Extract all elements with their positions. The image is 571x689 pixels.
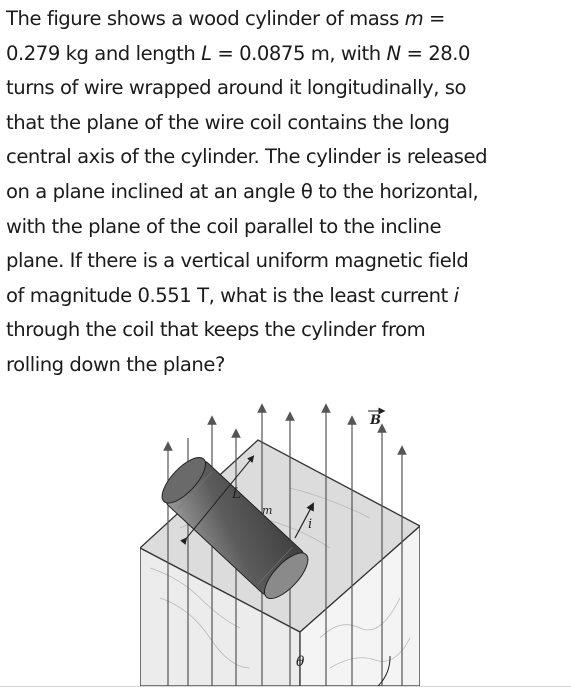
- problem-text-run: of magnitude 0.551 T, what is the least …: [6, 283, 454, 307]
- problem-text-run: = 28.0: [400, 41, 471, 65]
- angle-arc: [377, 655, 391, 686]
- label-B: B: [369, 413, 381, 428]
- variable-symbol: N: [386, 41, 401, 65]
- problem-text-run: turns of wire wrapped around it longitud…: [6, 76, 467, 100]
- problem-statement: The figure shows a wood cylinder of mass…: [6, 2, 568, 383]
- problem-text-run: with the plane of the coil parallel to t…: [6, 214, 442, 238]
- label-i: i: [308, 517, 312, 532]
- problem-text-run: plane. If there is a vertical uniform ma…: [6, 249, 469, 273]
- problem-text-run: rolling down the plane?: [6, 352, 225, 376]
- problem-line: plane. If there is a vertical uniform ma…: [6, 244, 568, 279]
- problem-text-run: that the plane of the wire coil contains…: [6, 110, 450, 134]
- problem-line: turns of wire wrapped around it longitud…: [6, 71, 568, 106]
- problem-text-run: The figure shows a wood cylinder of mass: [6, 7, 405, 30]
- divider: [0, 686, 571, 687]
- problem-text-run: on a plane inclined at an angle θ to the…: [6, 179, 479, 203]
- problem-line: with the plane of the coil parallel to t…: [6, 210, 568, 245]
- label-m: m: [262, 504, 272, 517]
- problem-line: that the plane of the wire coil contains…: [6, 106, 568, 141]
- problem-line: on a plane inclined at an angle θ to the…: [6, 175, 568, 210]
- problem-text-run: central axis of the cylinder. The cylind…: [6, 145, 488, 169]
- problem-text-run: through the coil that keeps the cylinder…: [6, 318, 426, 342]
- problem-line: through the coil that keeps the cylinder…: [6, 313, 568, 348]
- variable-symbol: i: [453, 283, 459, 307]
- label-L: L: [231, 486, 241, 502]
- variable-symbol: L: [201, 41, 212, 65]
- problem-line: rolling down the plane?: [6, 348, 568, 383]
- problem-line: The figure shows a wood cylinder of mass…: [6, 2, 568, 37]
- problem-text-run: =: [423, 7, 445, 30]
- label-theta: θ: [296, 654, 305, 670]
- length-arrow: [180, 455, 255, 545]
- problem-text-run: = 0.0875 m, with: [211, 41, 387, 65]
- variable-symbol: m: [404, 7, 424, 30]
- problem-line: 0.279 kg and length L = 0.0875 m, with N…: [6, 37, 568, 72]
- problem-line: central axis of the cylinder. The cylind…: [6, 140, 568, 175]
- current-arrow: [294, 502, 314, 539]
- incline-cylinder-figure: L m i B θ: [140, 403, 420, 686]
- problem-line: of magnitude 0.551 T, what is the least …: [6, 279, 568, 314]
- incline-side-face: [299, 525, 420, 686]
- problem-text-run: 0.279 kg and length: [6, 41, 202, 65]
- cylinder-end: [264, 552, 309, 599]
